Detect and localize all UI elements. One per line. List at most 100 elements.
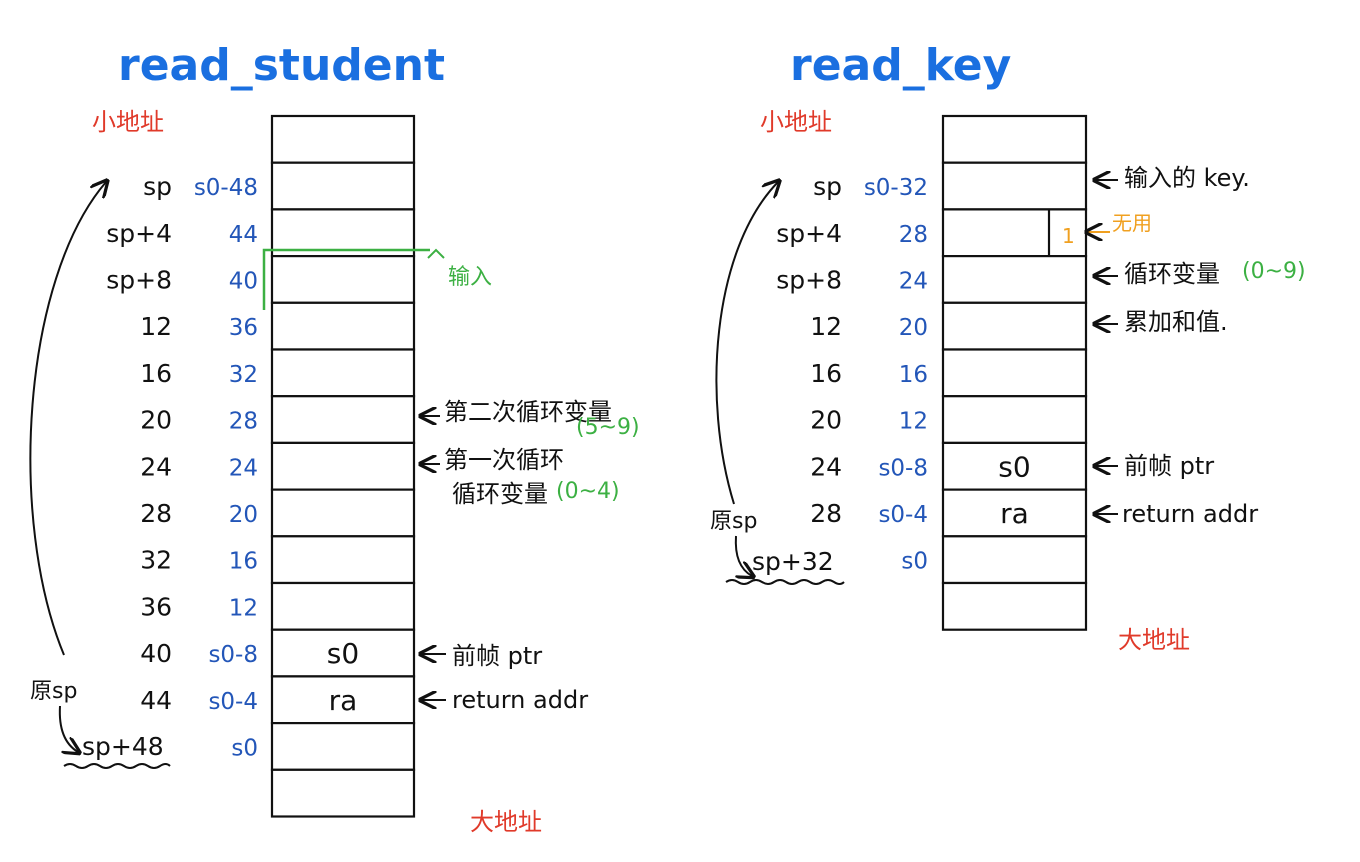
rs-high-address-label: 大地址: [470, 808, 542, 836]
rs-prev-frame-note: 前帧 ptr: [452, 642, 542, 670]
rs-sp-offset: 16: [140, 359, 172, 388]
rk-s0-offset: 24: [899, 268, 928, 294]
rs-s0-offset: 20: [229, 502, 258, 528]
rs-sp-offset: 20: [140, 406, 172, 435]
rk-sum-note: 累加和值.: [1124, 308, 1228, 336]
rs-stack-cell: [270, 161, 416, 211]
rk-low-address-label: 小地址: [760, 108, 832, 136]
rk-s0-offset: 12: [899, 409, 928, 435]
rs-sp-offset: 44: [140, 686, 172, 715]
rs-stack-cell: [270, 535, 416, 585]
rs-sp-offset: 12: [140, 312, 172, 341]
rs-underline: [63, 763, 171, 769]
rs-s0-offset: 12: [229, 595, 258, 621]
rk-s0-offset: 16: [899, 362, 928, 388]
rs-stack-cell: [270, 208, 416, 258]
rs-stack-cell: [270, 768, 416, 818]
rk-stack-cell: [941, 348, 1088, 398]
rk-unused-label: 无用: [1112, 211, 1152, 235]
rk-cell-label-s0: s0: [998, 450, 1030, 483]
rs-first-loop-note-2: 循环变量: [452, 480, 548, 508]
rs-stack-cell: [270, 114, 416, 164]
rk-stack-cell: [941, 255, 1088, 304]
rk-stack-cell: [941, 581, 1088, 631]
rs-orig-sp-label: 原sp: [30, 679, 77, 704]
rs-sp-offset: sp+4: [106, 219, 172, 248]
rs-second-loop-range: (5~9): [576, 415, 640, 440]
rk-sp-offset: 24: [810, 452, 842, 481]
rs-s0-offset: s0: [231, 735, 258, 761]
rk-s0-offset: s0: [901, 549, 928, 575]
rs-curved-arrow: [29, 182, 106, 656]
rs-sp-offset: sp: [143, 172, 172, 201]
rs-first-loop-range: (0~4): [556, 479, 620, 504]
read-key-title: read_key: [790, 40, 1011, 91]
rk-orig-sp-arrow: [734, 535, 752, 576]
rs-input-bracket: [262, 248, 430, 310]
rs-sp-offset: 28: [140, 499, 172, 528]
rk-high-address-label: 大地址: [1118, 626, 1190, 654]
rs-s0-offset: 28: [229, 409, 258, 435]
rk-sp-offset: 12: [810, 312, 842, 341]
rk-s0-offset: s0-8: [878, 455, 928, 481]
rs-s0-offset: s0-48: [194, 175, 258, 201]
rk-sp-offset: sp+8: [776, 265, 842, 294]
rs-sp-plus-label: sp+48: [82, 732, 164, 761]
read-key-panel: read_key 小地址 s0 ra sp sp+4 sp+8 12 16 20 24 28 s…: [710, 40, 1306, 654]
rk-return-addr-note: return addr: [1122, 500, 1258, 528]
rs-stack-cell: [270, 348, 416, 398]
rs-second-loop-note: 第二次循环变量: [444, 398, 612, 426]
rs-stack-cell: [270, 441, 416, 491]
rs-s0-offset: s0-4: [208, 689, 258, 715]
rk-sp-offset: sp: [813, 172, 842, 201]
rk-s0-offset: s0-4: [878, 502, 928, 528]
rk-underline: [725, 579, 845, 585]
rk-loop-range: (0~9): [1242, 259, 1306, 284]
read-student-panel: read_student 小地址 s0 ra sp sp+4 sp+8 12 16 20 24…: [29, 40, 640, 836]
rk-s0-offset-labels: s0-32 28 24 20 16 12 s0-8 s0-4 s0: [864, 175, 928, 575]
rk-s0-offset: s0-32: [864, 175, 928, 201]
rs-sp-offset: 40: [140, 639, 172, 668]
rs-s0-offset: 40: [229, 268, 258, 294]
rk-prev-frame-note: 前帧 ptr: [1124, 452, 1214, 480]
read-student-title: read_student: [118, 40, 445, 91]
rs-s0-offset: 36: [229, 315, 258, 341]
rk-sp-plus-label: sp+32: [752, 547, 834, 576]
rs-input-arrow: [427, 248, 445, 259]
rs-sp-offset: 24: [140, 452, 172, 481]
rs-stack-cell: [270, 628, 416, 678]
rs-s0-offset: s0-8: [208, 642, 258, 668]
rs-stack-cell: [270, 301, 416, 351]
rs-stack-cell: [270, 721, 416, 771]
rs-sp-offset: sp+8: [106, 265, 172, 294]
rs-orig-sp-arrow: [58, 705, 78, 752]
rs-sp-offset: 32: [140, 546, 172, 575]
rk-stack-cell: [941, 114, 1088, 164]
rk-stack-cell: [941, 535, 1088, 585]
rk-orig-sp-label: 原sp: [710, 509, 757, 534]
rk-s0-offset: 20: [899, 315, 928, 341]
rk-sp-offset-labels: sp sp+4 sp+8 12 16 20 24 28: [776, 172, 842, 528]
rk-sp-offset: 20: [810, 406, 842, 435]
rk-sp-offset: sp+4: [776, 219, 842, 248]
rk-stack-cell: [941, 488, 1088, 538]
rk-stack-cell: [941, 395, 1088, 445]
rs-cell-label-s0: s0: [327, 637, 359, 670]
rs-cell-label-ra: ra: [329, 684, 358, 717]
rk-loop-var-note: 循环变量: [1124, 260, 1220, 288]
rs-stack-cell: [270, 255, 416, 304]
rk-stack-cell: [941, 161, 1088, 211]
rs-s0-offset: 24: [229, 455, 258, 481]
rk-s0-offset: 28: [899, 222, 928, 248]
rk-unused-mark: 1: [1062, 224, 1075, 248]
rs-stack-cell: [270, 395, 416, 445]
rs-low-address-label: 小地址: [92, 108, 164, 136]
rs-return-addr-note: return addr: [452, 686, 588, 714]
rk-sp-offset: 28: [810, 499, 842, 528]
rk-sp-offset: 16: [810, 359, 842, 388]
rk-cell-label-ra: ra: [1000, 497, 1029, 530]
rs-s0-offset: 16: [229, 549, 258, 575]
